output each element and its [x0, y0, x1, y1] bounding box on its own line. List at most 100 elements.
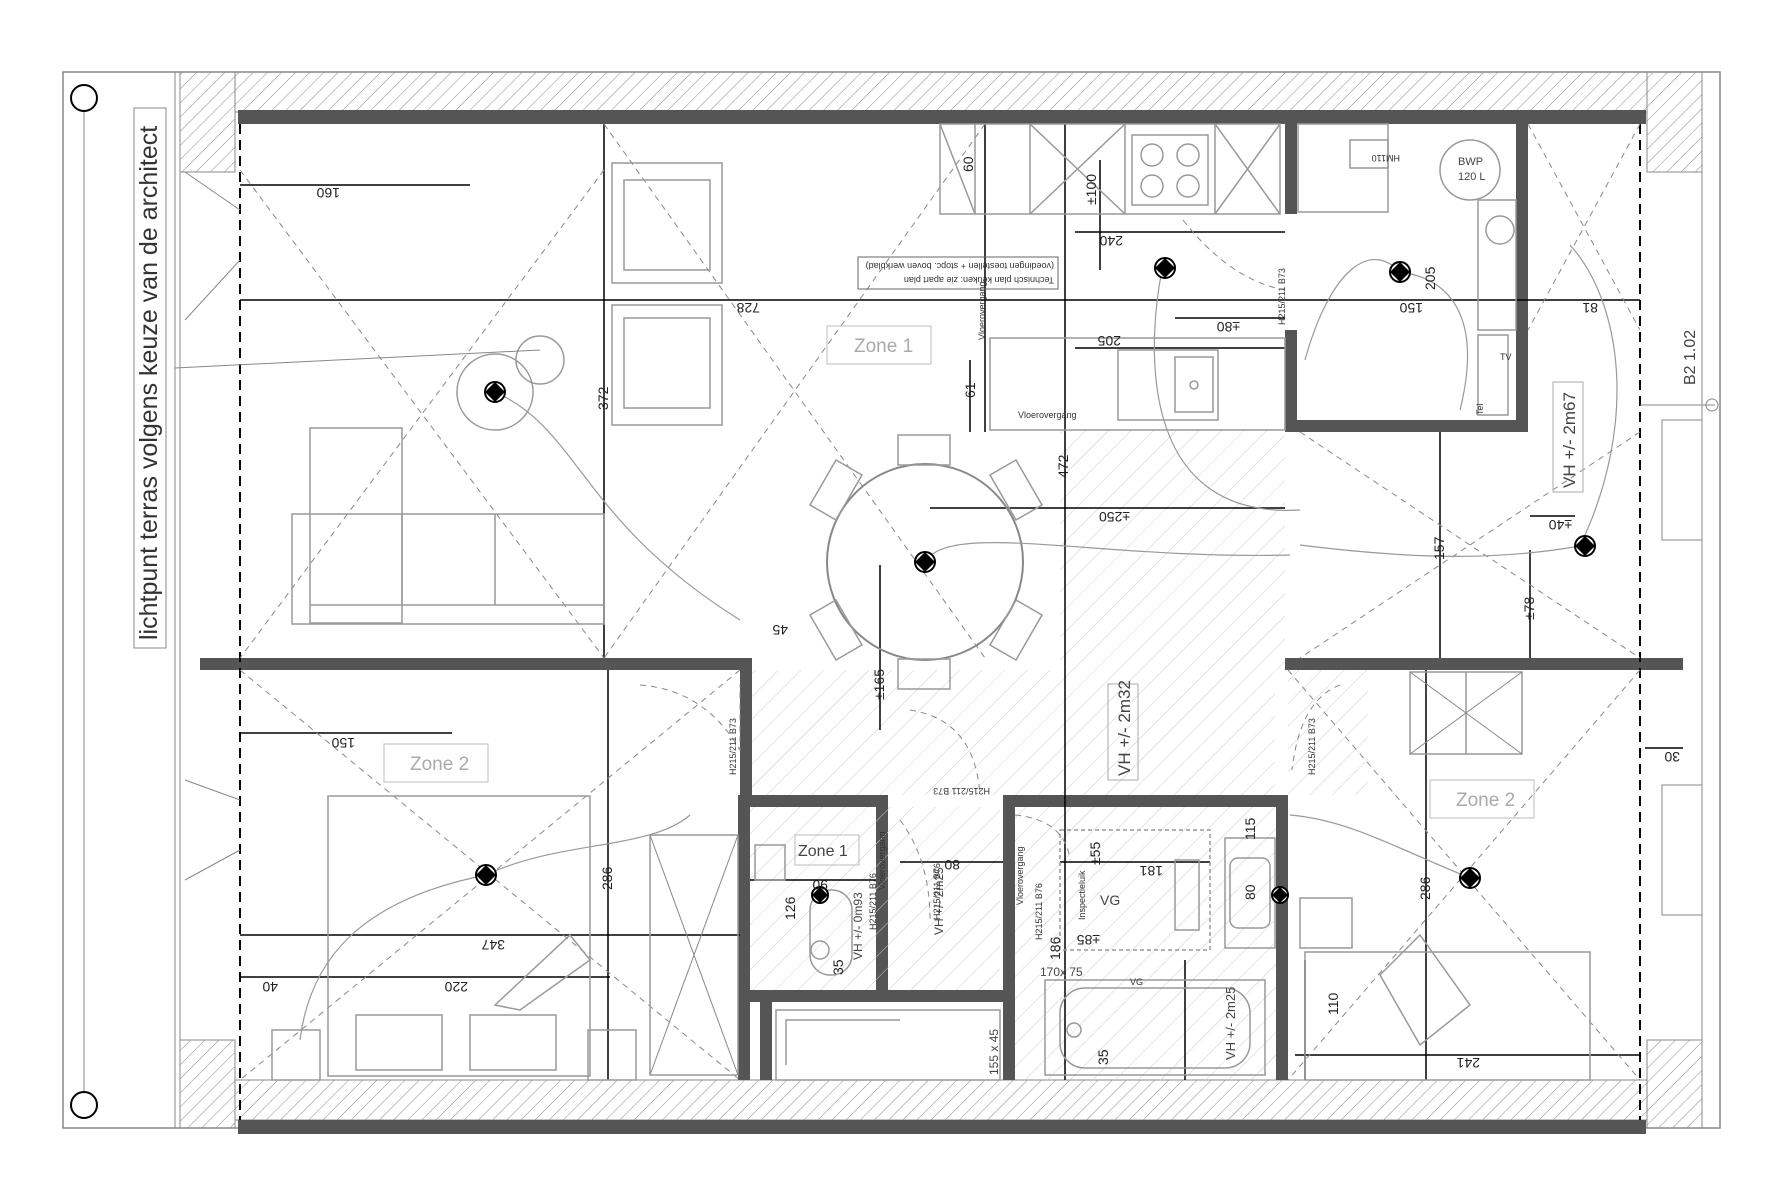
terrace-note: lichtpunt terras volgens keuze van de ar…: [135, 126, 163, 640]
dim-90-wc: 90: [812, 877, 828, 893]
area-bathroom: VH +/- 2m25: [1223, 987, 1238, 1060]
dim-80-wc: 80: [944, 857, 960, 873]
grid-marker-bottom-circle: [70, 1091, 98, 1119]
dim-40-bed: 40: [262, 979, 278, 995]
light-point-wc: [811, 886, 829, 904]
wall-bath-right: [1276, 795, 1288, 1080]
svg-text:(voedingen toestellen + stopc.: (voedingen toestellen + stopc. boven wer…: [866, 261, 1054, 271]
wall-bottom-hatch: [234, 1079, 1648, 1121]
dim-80-kitchen: ±80: [1217, 319, 1240, 335]
dining-table: [826, 463, 1024, 661]
bathtub: [1044, 979, 1266, 1076]
label-door-bath: H215/211 B76: [1034, 883, 1044, 940]
dim-170x75: 170x 75: [1040, 965, 1083, 979]
dim-126: 126: [782, 896, 798, 920]
wall-shower-top: [750, 990, 1015, 1002]
label-door-kitchen: H215/211 B73: [1277, 268, 1287, 325]
grid-marker-top-circle: [70, 84, 98, 112]
light-point-kitchen: [1154, 257, 1176, 279]
dim-35-bath: 35: [1095, 1049, 1111, 1065]
wall-left-top-hatch: [179, 71, 236, 173]
label-inspectieluik: Inspectieluik: [1077, 870, 1087, 920]
dim-205-kitchen: 205: [1097, 333, 1121, 349]
label-vg: VG: [1100, 892, 1120, 908]
dim-35-wc: 35: [830, 959, 846, 975]
wall-right-top-hatch: [1646, 71, 1703, 173]
label-bwp: BWP: [1458, 156, 1483, 168]
zone-bed-right: Zone 2: [1456, 790, 1515, 811]
bed-left: [327, 795, 591, 1077]
dim-240: 240: [1099, 233, 1123, 249]
light-point-bed-left: [475, 864, 497, 886]
armchair-bottom: [611, 304, 723, 426]
label-vloerovergang-wc: Vloerovergang: [877, 831, 887, 890]
dim-60: 60: [960, 156, 976, 172]
wall-wc-top: [738, 795, 888, 807]
dim-165: ±165: [871, 669, 887, 700]
light-point-hall: [1574, 535, 1596, 557]
wall-wc-right: [1003, 795, 1015, 1080]
wall-tech-left2: [1285, 330, 1297, 432]
wall-bottom-inner: [238, 1120, 1646, 1134]
wall-bath-top: [1003, 795, 1288, 807]
label-vloerovergang-bath: Vloerovergang: [1015, 846, 1025, 905]
dim-30: 30: [1664, 749, 1680, 765]
light-point-dining: [914, 551, 936, 573]
dim-372: 372: [595, 386, 611, 410]
dim-186: 186: [1047, 936, 1063, 960]
label-vloerovergang-kitchen2: Vloerovergang: [1018, 410, 1077, 420]
dim-61: 61: [962, 382, 978, 398]
kitchen-note: Technisch plan keuken: zie apart plan (v…: [857, 256, 1059, 290]
dim-150-tech: 150: [1399, 300, 1423, 316]
dim-286-left: 286: [599, 866, 615, 890]
svg-text:Technisch plan keuken: zie apa: Technisch plan keuken: zie apart plan: [904, 275, 1054, 285]
toilet-washbasin: [754, 844, 786, 881]
dim-45: 45: [772, 622, 788, 638]
area-toilet: VH +/- 0m93: [851, 892, 865, 960]
kitchen-sink: [1117, 349, 1219, 421]
wardrobe-left: [649, 834, 739, 1076]
light-point-living: [456, 335, 565, 431]
terrace-frame: [62, 71, 176, 1129]
label-door-bed-left: H215/211 B73: [728, 718, 738, 775]
label-hm110: HM110: [1372, 153, 1400, 163]
light-point-tech: [1389, 261, 1411, 283]
light-point-bath: [1271, 886, 1289, 904]
dim-110: 110: [1325, 992, 1341, 1015]
dim-220: 220: [444, 979, 468, 995]
wall-tech-right: [1516, 124, 1528, 432]
dim-250: ±250: [1099, 509, 1130, 525]
shower-unit: [775, 1009, 1001, 1081]
dim-115: 115: [1242, 817, 1258, 840]
dim-181: 181: [1139, 863, 1163, 879]
bed-right-area: [1288, 670, 1368, 795]
dim-150-bed: 150: [331, 735, 355, 751]
area-right-room: VH +/- 2m67: [1560, 392, 1579, 488]
armchair-top: [611, 162, 723, 284]
bath-area: [1015, 807, 1276, 1080]
label-tv: TV: [1500, 352, 1512, 362]
wall-top-inner: [238, 110, 1646, 124]
dim-55: ±55: [1087, 842, 1103, 865]
light-point-bed-right: [1459, 867, 1481, 889]
label-bwp-size: 120 L: [1458, 171, 1486, 183]
hall-area: [752, 670, 1275, 795]
wall-middle-right: [1285, 658, 1683, 670]
label-vloerovergang-kitchen: Vloerovergang: [977, 281, 987, 340]
wall-left-bottom-hatch: [179, 1039, 236, 1129]
wc-area: [750, 807, 1000, 990]
wall-right-bottom-hatch: [1646, 1039, 1703, 1129]
dim-78: ±78: [1521, 597, 1537, 620]
dim-160: 160: [316, 185, 340, 201]
label-vg2: VG: [1130, 977, 1143, 987]
wall-top-hatch: [234, 71, 1648, 113]
wall-tech-bottom: [1285, 420, 1528, 432]
area-hall: VH +/- 2m32: [1115, 680, 1134, 776]
dim-205-tech: 205: [1422, 266, 1438, 290]
dim-81: 81: [1582, 300, 1598, 316]
label-door-wc: H215/211 B76: [868, 873, 878, 930]
area-wc: VH +/- 2m25: [932, 867, 946, 935]
wall-tech-left: [1285, 124, 1297, 214]
dim-241: 241: [1456, 1055, 1480, 1071]
kitchen-counter-bottom: [989, 337, 1286, 431]
